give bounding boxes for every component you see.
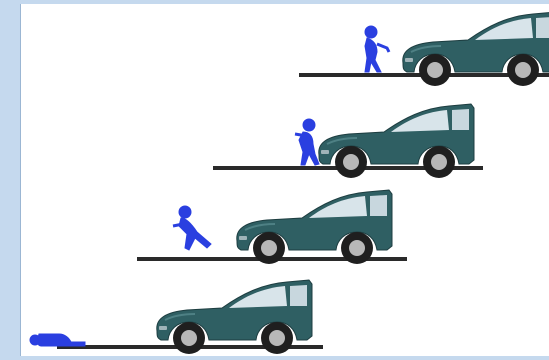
pedestrian-icon (173, 206, 211, 250)
car-icon (237, 190, 392, 264)
illustration-panel (20, 4, 549, 356)
pedestrian-icon (365, 26, 389, 72)
stage-2 (213, 104, 483, 178)
collision-sequence-illustration (21, 4, 549, 356)
stage-3 (137, 190, 407, 264)
pedestrian-icon (30, 334, 85, 346)
car-icon (157, 280, 312, 354)
stage-4 (30, 280, 323, 354)
stage-1 (299, 12, 549, 86)
pedestrian-icon (295, 119, 319, 165)
